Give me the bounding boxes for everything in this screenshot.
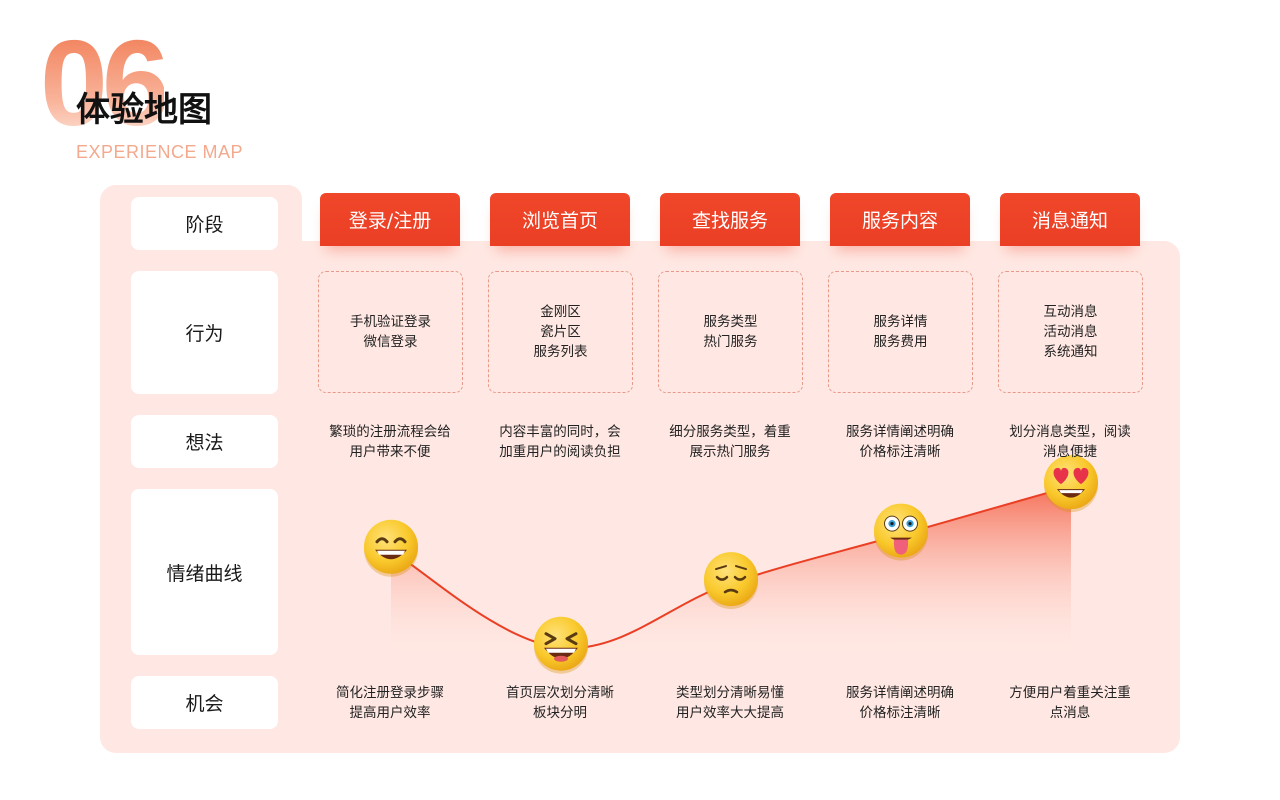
map-panel-notch	[282, 185, 302, 245]
opportunity-message: 方便用户着重关注重 点消息	[990, 683, 1150, 723]
opportunity-line: 用户效率大大提高	[676, 705, 784, 721]
heart-eyes-face-icon	[1044, 455, 1098, 513]
stage-header-service: 服务内容	[830, 193, 970, 246]
opportunity-line: 方便用户着重关注重	[1009, 685, 1131, 701]
thought-line: 繁琐的注册流程会给	[329, 424, 451, 440]
behavior-item: 服务费用	[873, 334, 928, 350]
opportunity-line: 简化注册登录步骤	[336, 685, 444, 701]
behavior-item: 微信登录	[363, 334, 418, 350]
opportunity-line: 价格标注清晰	[859, 705, 941, 721]
behavior-item: 服务类型	[703, 314, 758, 330]
thought-line: 细分服务类型，着重	[669, 424, 791, 440]
opportunity-browse: 首页层次划分清晰 板块分明	[480, 683, 640, 723]
opportunity-login: 简化注册登录步骤 提高用户效率	[310, 683, 470, 723]
behavior-item: 金刚区	[540, 304, 581, 320]
thought-login: 繁琐的注册流程会给 用户带来不便	[310, 422, 470, 462]
opportunity-line: 首页层次划分清晰	[506, 685, 614, 701]
thought-line: 消息便捷	[1043, 444, 1097, 460]
opportunity-search: 类型划分清晰易懂 用户效率大大提高	[650, 683, 810, 723]
thought-line: 加重用户的阅读负担	[499, 444, 621, 460]
behavior-item: 手机验证登录	[350, 314, 431, 330]
thought-message: 划分消息类型，阅读 消息便捷	[990, 422, 1150, 462]
grinning-face-smiling-eyes-icon	[364, 519, 418, 577]
stage-header-search: 查找服务	[660, 193, 800, 246]
opportunity-service: 服务详情阐述明确 价格标注清晰	[820, 683, 980, 723]
opportunity-line: 服务详情阐述明确	[846, 685, 954, 701]
row-label-stage: 阶段	[131, 197, 278, 250]
thought-service: 服务详情阐述明确 价格标注清晰	[820, 422, 980, 462]
thought-line: 内容丰富的同时，会	[499, 424, 621, 440]
zany-tongue-face-icon	[874, 503, 928, 561]
tired-face-icon	[534, 616, 588, 674]
thought-line: 用户带来不便	[349, 444, 431, 460]
behavior-item: 服务详情	[873, 314, 928, 330]
page-subtitle: EXPERIENCE MAP	[76, 142, 244, 162]
stage-header-message: 消息通知	[1000, 193, 1140, 246]
thought-line: 服务详情阐述明确	[846, 424, 954, 440]
opportunity-line: 点消息	[1049, 705, 1091, 721]
thought-line: 展示热门服务	[689, 444, 771, 460]
behavior-item: 服务列表	[533, 344, 588, 360]
thought-search: 细分服务类型，着重 展示热门服务	[650, 422, 810, 462]
behavior-box-login: 手机验证登录 微信登录	[318, 271, 463, 393]
opportunity-line: 提高用户效率	[349, 705, 431, 721]
behavior-item: 互动消息	[1043, 304, 1098, 320]
page-title: 体验地图	[76, 90, 212, 130]
stage-header-browse: 浏览首页	[490, 193, 630, 246]
thought-line: 划分消息类型，阅读	[1009, 424, 1131, 440]
thought-browse: 内容丰富的同时，会 加重用户的阅读负担	[480, 422, 640, 462]
opportunity-line: 类型划分清晰易懂	[676, 685, 784, 701]
emotion-area	[391, 486, 1071, 660]
row-label-emotion: 情绪曲线	[131, 489, 278, 655]
thought-line: 价格标注清晰	[859, 444, 941, 460]
row-label-thought: 想法	[131, 415, 278, 468]
behavior-item: 系统通知	[1043, 344, 1098, 360]
stage-header-login: 登录/注册	[320, 193, 460, 246]
opportunity-line: 板块分明	[533, 705, 587, 721]
behavior-box-search: 服务类型 热门服务	[658, 271, 803, 393]
behavior-item: 热门服务	[703, 334, 758, 350]
row-label-opportunity: 机会	[131, 676, 278, 729]
pensive-face-icon	[704, 552, 758, 610]
behavior-box-service: 服务详情 服务费用	[828, 271, 973, 393]
behavior-item: 活动消息	[1043, 324, 1098, 340]
section-number: 06	[40, 15, 170, 151]
row-label-behavior: 行为	[131, 271, 278, 394]
behavior-item: 瓷片区	[540, 324, 581, 340]
behavior-box-message: 互动消息 活动消息 系统通知	[998, 271, 1143, 393]
behavior-box-browse: 金刚区 瓷片区 服务列表	[488, 271, 633, 393]
